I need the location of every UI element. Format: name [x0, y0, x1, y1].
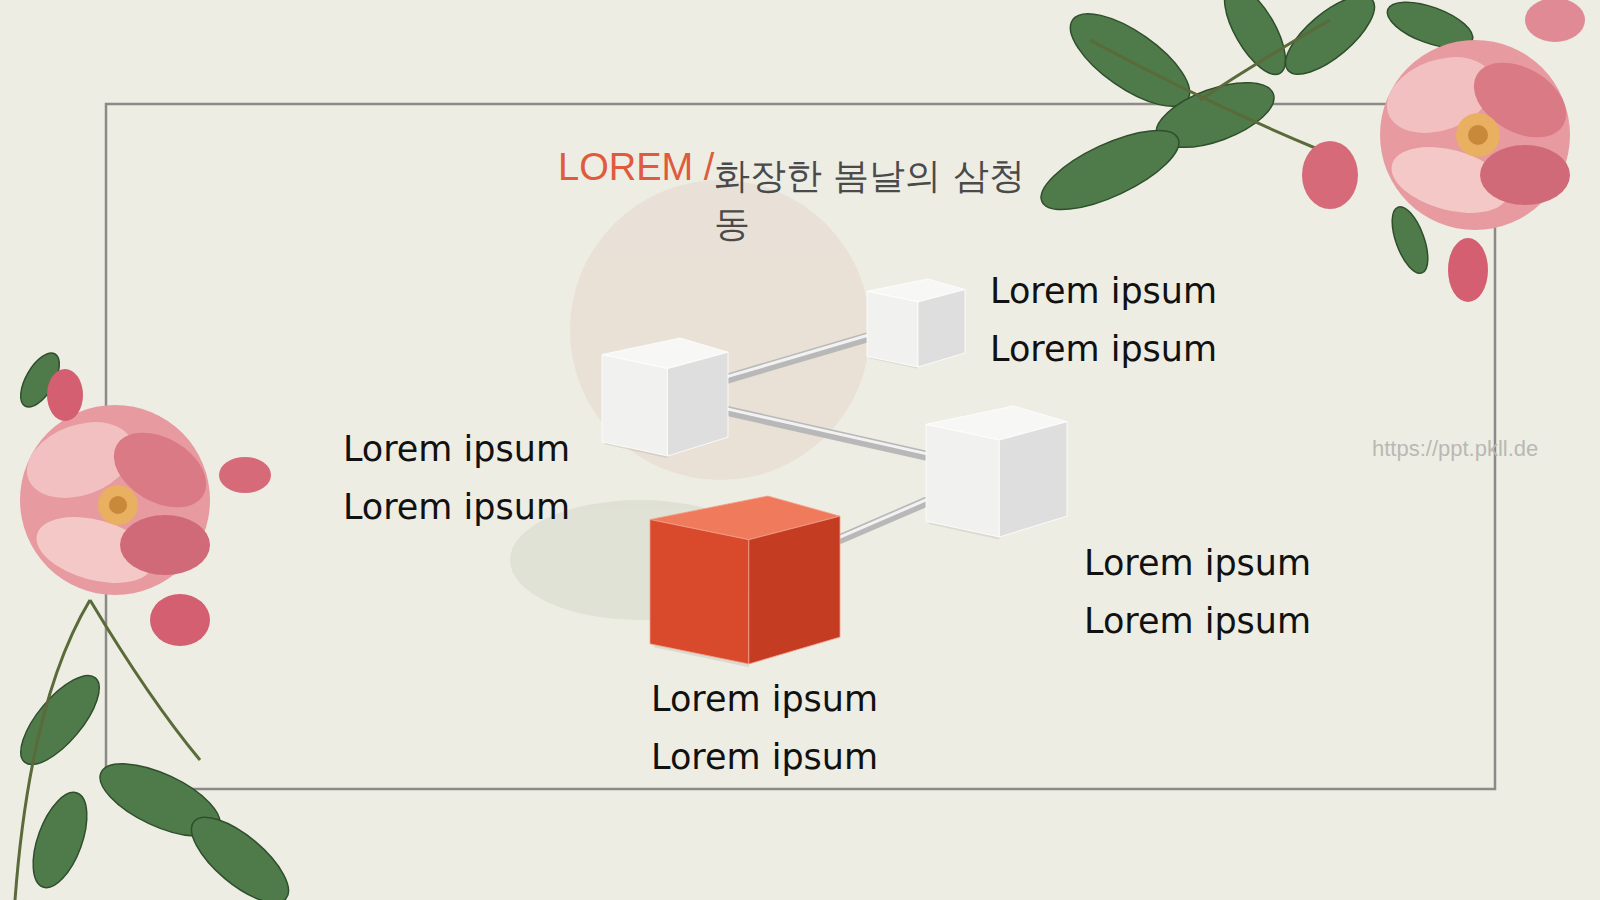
cube-side: [918, 290, 965, 367]
cube-shape: [650, 496, 840, 664]
rose-top: [1302, 0, 1585, 302]
node-label: Lorem ipsum Lorem ipsum: [1084, 534, 1354, 650]
rod-highlight: [840, 500, 926, 537]
stem: [1090, 20, 1330, 150]
cube-node: Lorem ipsum Lorem ipsum: [867, 279, 965, 367]
rose-left: [16, 369, 271, 646]
rod-highlight: [728, 409, 926, 453]
frame: [106, 104, 1495, 789]
cube-front: [926, 424, 999, 537]
node-label: Lorem ipsum Lorem ipsum: [300, 420, 570, 536]
cube-node: Lorem ipsum Lorem ipsum: [926, 406, 1067, 537]
cube-side: [749, 516, 840, 664]
highlight-cube: Lorem ipsum Lorem ipsum: [650, 496, 840, 664]
title: LOREM /: [558, 146, 714, 189]
cube-front: [867, 291, 918, 367]
cube-shape: [867, 279, 965, 367]
watermark: https://ppt.pkll.de: [1372, 436, 1538, 462]
subtitle: 화장한 봄날의 삼청동: [714, 152, 1034, 248]
cube-front: [602, 355, 668, 456]
rod-highlight: [728, 335, 867, 376]
node-label: Lorem ipsum Lorem ipsum: [651, 670, 921, 786]
cube-side: [668, 352, 728, 456]
leaves-left: [8, 347, 302, 900]
node-label: Lorem ipsum Lorem ipsum: [990, 262, 1260, 378]
cube-shape: [926, 406, 1067, 537]
cube-front: [650, 520, 749, 664]
cube-shape: [602, 338, 728, 456]
cube-side: [999, 422, 1067, 537]
cube-node: Lorem ipsum Lorem ipsum: [602, 338, 728, 456]
connector-rod: [728, 411, 926, 455]
connector-rod: [840, 502, 926, 539]
connector-rod: [728, 337, 867, 378]
